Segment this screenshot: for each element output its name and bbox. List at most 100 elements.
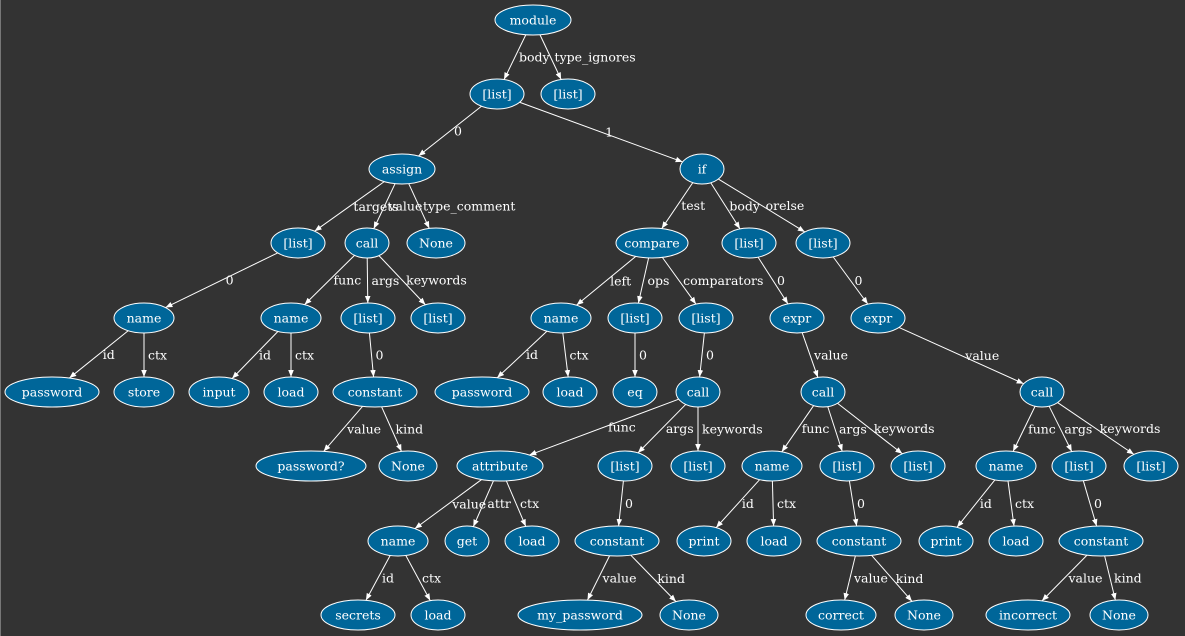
node-label: call <box>812 385 834 400</box>
edge: ctx <box>141 333 167 377</box>
node-label: compare <box>624 236 679 251</box>
ast-node[interactable]: correct <box>805 599 877 631</box>
ast-node[interactable]: None <box>378 450 438 482</box>
edge-label: test <box>681 198 705 213</box>
node-ellipse <box>113 302 175 334</box>
ast-node[interactable]: [list] <box>597 450 653 482</box>
ast-node[interactable]: name <box>530 302 592 334</box>
ast-node[interactable]: [list] <box>670 450 726 482</box>
node-ellipse <box>805 599 877 631</box>
ast-node[interactable]: constant <box>1058 525 1144 557</box>
node-ellipse <box>819 450 875 482</box>
ast-node[interactable]: load <box>410 599 466 631</box>
ast-node[interactable]: [list] <box>469 78 525 110</box>
edge-line <box>1007 480 1016 527</box>
ast-node[interactable]: [list] <box>678 302 734 334</box>
ast-node[interactable]: load <box>263 376 319 408</box>
ast-node[interactable]: password <box>4 376 100 408</box>
node-ellipse <box>320 599 396 631</box>
ast-node[interactable]: [list] <box>1123 450 1179 482</box>
edge-label: value <box>813 348 848 363</box>
ast-node[interactable]: eq <box>612 376 658 408</box>
ast-node[interactable]: None <box>659 599 719 631</box>
edge-line <box>505 480 527 527</box>
ast-node[interactable]: load <box>988 525 1044 557</box>
ast-node[interactable]: [list] <box>1051 450 1107 482</box>
edge: kind <box>1104 555 1142 601</box>
ast-node[interactable]: None <box>406 227 466 259</box>
edge: attr <box>472 480 511 527</box>
ast-node[interactable]: [list] <box>607 302 663 334</box>
edge-label: ops <box>647 273 669 288</box>
ast-node[interactable]: name <box>113 302 175 334</box>
ast-node[interactable]: secrets <box>320 599 396 631</box>
ast-node[interactable]: constant <box>574 525 660 557</box>
ast-node[interactable]: module <box>494 4 572 36</box>
ast-node[interactable]: [list] <box>270 227 326 259</box>
edge-label: value <box>451 497 486 512</box>
ast-node[interactable]: name <box>367 525 429 557</box>
ast-node[interactable]: name <box>741 450 803 482</box>
edge-line <box>630 554 677 602</box>
node-ellipse <box>494 4 572 36</box>
edge-label: func <box>1028 421 1056 436</box>
ast-node[interactable]: password? <box>255 450 367 482</box>
ast-node[interactable]: attribute <box>456 450 544 482</box>
ast-node[interactable]: load <box>746 525 802 557</box>
node-label: expr <box>864 311 892 326</box>
ast-node[interactable]: incorrect <box>985 599 1071 631</box>
edge: keywords <box>1057 402 1161 455</box>
edge-line <box>503 34 527 80</box>
node-label: expr <box>783 311 811 326</box>
ast-node[interactable]: None <box>1089 599 1149 631</box>
edge-label: keywords <box>1100 421 1161 436</box>
ast-node[interactable]: [list] <box>340 302 396 334</box>
edge: test <box>661 182 705 229</box>
edge-line <box>1057 402 1135 455</box>
ast-node[interactable]: if <box>679 153 725 185</box>
edge: 0 <box>632 333 647 377</box>
ast-node[interactable]: input <box>188 376 250 408</box>
ast-node[interactable]: [list] <box>410 302 466 334</box>
ast-node[interactable]: expr <box>850 302 906 334</box>
ast-node[interactable]: [list] <box>540 78 596 110</box>
ast-node[interactable]: assign <box>368 153 436 185</box>
node-label: name <box>127 311 162 326</box>
ast-node[interactable]: [list] <box>890 450 946 482</box>
ast-node[interactable]: print <box>918 525 974 557</box>
edge-label: keywords <box>874 421 935 436</box>
ast-node[interactable]: call <box>675 376 721 408</box>
ast-node[interactable]: constant <box>816 525 902 557</box>
edge: args <box>1048 405 1092 452</box>
ast-node[interactable]: password <box>434 376 530 408</box>
ast-node[interactable]: constant <box>332 376 418 408</box>
ast-node[interactable]: name <box>975 450 1037 482</box>
node-label: assign <box>382 162 422 177</box>
ast-node[interactable]: [list] <box>721 227 777 259</box>
edge: keywords <box>837 402 935 455</box>
ast-node[interactable]: store <box>113 376 175 408</box>
ast-node[interactable]: name <box>260 302 322 334</box>
ast-node[interactable]: None <box>894 599 954 631</box>
ast-node[interactable]: get <box>444 525 490 557</box>
ast-node[interactable]: compare <box>615 227 689 259</box>
node-label: [list] <box>903 459 932 474</box>
edge-label: id <box>382 570 394 585</box>
edge-line <box>165 252 278 308</box>
ast-node[interactable]: my_password <box>517 599 643 631</box>
edge: ctx <box>562 332 589 378</box>
ast-node[interactable]: load <box>504 525 560 557</box>
ast-node[interactable]: call <box>800 376 846 408</box>
node-ellipse <box>1089 599 1149 631</box>
edge-line <box>837 402 903 455</box>
edge: 0 <box>1082 480 1102 527</box>
ast-node[interactable]: call <box>344 227 390 259</box>
ast-node[interactable]: print <box>676 525 732 557</box>
ast-node[interactable]: call <box>1019 376 1065 408</box>
node-ellipse <box>769 302 825 334</box>
edge-label: 0 <box>226 273 234 288</box>
ast-node[interactable]: [list] <box>819 450 875 482</box>
ast-node[interactable]: load <box>542 376 598 408</box>
ast-node[interactable]: [list] <box>795 227 851 259</box>
ast-node[interactable]: expr <box>769 302 825 334</box>
